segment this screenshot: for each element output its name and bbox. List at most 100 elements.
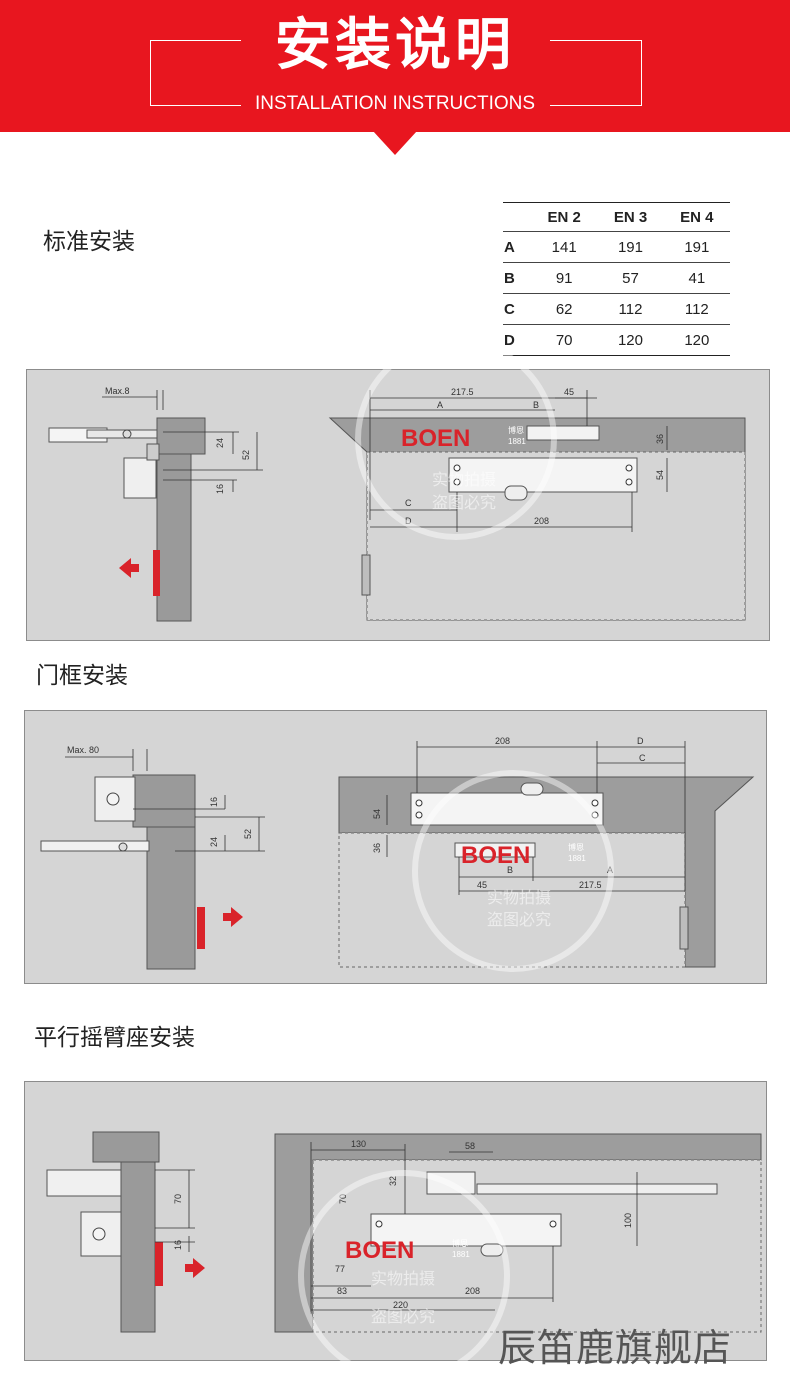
dim-label: 54 xyxy=(655,470,665,480)
dim-label: 36 xyxy=(655,434,665,444)
table-cell: 70 xyxy=(555,331,573,349)
door-section xyxy=(146,826,196,970)
row-label: B xyxy=(504,269,515,287)
front-dimension-lines xyxy=(310,1142,638,1314)
table-cell: 91 xyxy=(555,269,573,287)
watermark-text: 盗图必究 xyxy=(371,1307,435,1326)
page-title: 安装说明 xyxy=(275,13,515,78)
arm-bracket xyxy=(454,842,536,858)
table-cell: 112 xyxy=(618,300,643,318)
brand-logo-num: 1881 xyxy=(452,1250,470,1259)
table-header-cell: EN 4 xyxy=(680,208,714,226)
table-cell: 120 xyxy=(684,331,710,349)
brand-logo-cn: 博恩 xyxy=(568,842,584,852)
hinge xyxy=(679,906,689,950)
dim-label: 24 xyxy=(209,837,219,847)
parallel-bracket xyxy=(426,1171,476,1195)
dim-label: 220 xyxy=(393,1300,408,1310)
brand-logo-cn: 博恩 xyxy=(508,425,524,435)
red-marker xyxy=(197,907,205,949)
watermark-text: 实物拍摄 xyxy=(371,1269,435,1288)
table-cell: 191 xyxy=(617,238,643,256)
diagram-frame-install: Max. 80 16 52 24 208 D C 54 36 B A 45 xyxy=(24,710,767,984)
section-title-frame: 门框安装 xyxy=(36,663,128,689)
dim-label: 32 xyxy=(388,1176,398,1186)
section-title-standard: 标准安装 xyxy=(43,229,135,255)
dim-label: 100 xyxy=(623,1213,633,1228)
dim-label: 217.5 xyxy=(579,880,602,890)
table-cell: 191 xyxy=(684,238,710,256)
dim-label: C xyxy=(639,753,646,763)
table-cell: 62 xyxy=(555,300,573,318)
arrow-left-icon xyxy=(119,558,139,578)
arm-bracket xyxy=(526,425,600,441)
dim-label: 208 xyxy=(534,516,549,526)
frame-section xyxy=(156,417,206,455)
dim-label: 54 xyxy=(372,809,382,819)
brand-logo-num: 1881 xyxy=(568,854,586,863)
table-row: C 62 112 112 xyxy=(503,294,730,325)
screw-icon xyxy=(415,799,423,807)
watermark-text: 实物拍摄 xyxy=(487,888,551,907)
side-dimension-lines xyxy=(65,749,265,852)
screw-icon xyxy=(549,1220,557,1228)
page-subtitle-text: INSTALLATION INSTRUCTIONS xyxy=(248,93,542,114)
front-dimension-lines xyxy=(386,741,686,895)
dim-label: 45 xyxy=(564,387,574,397)
dim-label: C xyxy=(405,498,412,508)
dim-label: D xyxy=(637,736,644,746)
closer-valve xyxy=(480,1243,504,1257)
table-cell: 112 xyxy=(684,300,709,318)
diagram-standard-svg: Max.8 24 52 16 217.5 A B 45 36 54 C D 20… xyxy=(48,386,746,622)
dim-label: 58 xyxy=(465,1141,475,1151)
closer-body-front xyxy=(370,1213,562,1247)
dim-max-label: Max. 80 xyxy=(67,745,99,755)
door-section xyxy=(120,1161,156,1333)
dim-label: 208 xyxy=(495,736,510,746)
screw-icon xyxy=(591,811,599,819)
closer-valve xyxy=(520,782,544,796)
arrow-right-icon xyxy=(185,1258,205,1278)
screw-icon xyxy=(453,478,461,486)
table-cell: 41 xyxy=(688,269,706,287)
dim-label: D xyxy=(405,516,412,526)
dim-label: 16 xyxy=(215,484,225,494)
closer-body-front xyxy=(410,792,604,826)
table-header-cell: EN 2 xyxy=(547,208,581,226)
screw-icon xyxy=(625,464,633,472)
banner-frame-left xyxy=(150,40,241,106)
arrow-right-icon xyxy=(223,907,243,927)
side-dimension-lines xyxy=(155,1169,195,1252)
row-label: D xyxy=(504,331,515,349)
row-label: C xyxy=(504,300,515,318)
arm-joint xyxy=(122,429,132,439)
screw-icon xyxy=(625,478,633,486)
dim-label: 130 xyxy=(351,1139,366,1149)
dim-label: 45 xyxy=(477,880,487,890)
front-dimension-lines xyxy=(369,390,668,532)
screw-icon xyxy=(375,1220,383,1228)
closer-pinion xyxy=(146,443,160,461)
banner-notch xyxy=(373,131,417,155)
brand-logo-num: 1881 xyxy=(508,437,526,446)
banner-frame-right xyxy=(550,40,642,106)
dim-label: 77 xyxy=(335,1264,345,1274)
brand-logo: BOEN xyxy=(401,425,470,452)
dim-label: 52 xyxy=(241,450,251,460)
arm-bracket xyxy=(46,1169,122,1197)
dim-label: A xyxy=(437,400,443,410)
watermark-text: 盗图必究 xyxy=(487,910,551,929)
brand-logo-cn: 博恩 xyxy=(452,1238,468,1248)
closer-valve-icon xyxy=(106,792,120,806)
watermark-text: 实物拍摄 xyxy=(432,470,496,489)
table-header-cell xyxy=(503,203,531,232)
watermark-text: 盗图必究 xyxy=(432,493,496,512)
table-cell: 57 xyxy=(622,269,639,287)
closer-body xyxy=(123,457,157,499)
screw-icon xyxy=(453,464,461,472)
dim-label: 217.5 xyxy=(451,387,474,397)
table-row: D 70 120 120 xyxy=(503,325,730,356)
page-subtitle: INSTALLATION INSTRUCTIONS xyxy=(0,92,790,116)
dim-label: 208 xyxy=(465,1286,480,1296)
diagram-parallel-install: 70 16 130 58 32 70 77 100 83 208 220 BOE… xyxy=(24,1081,767,1361)
